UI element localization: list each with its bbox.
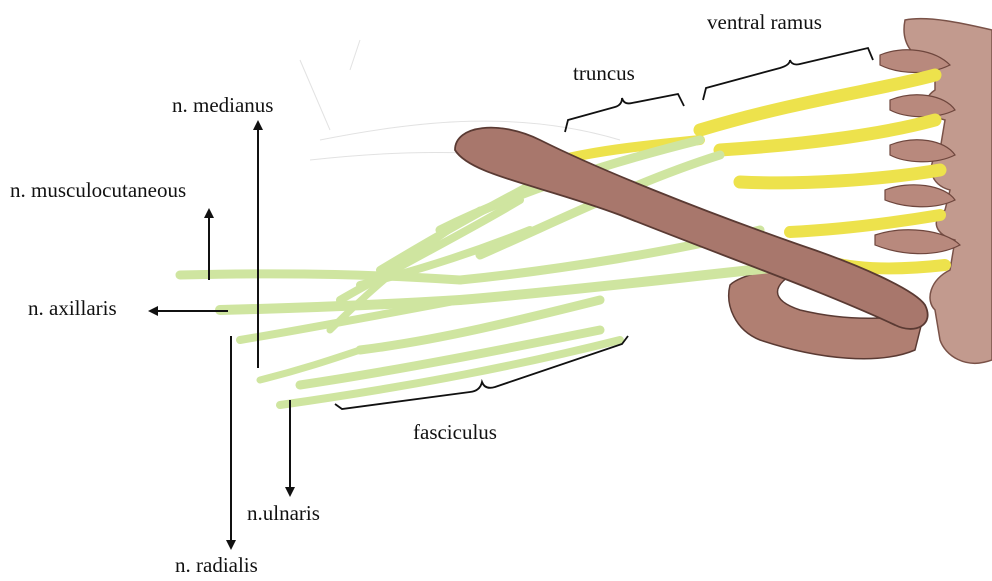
label-n-radialis: n. radialis (175, 555, 258, 576)
truncus-brace (565, 94, 684, 132)
label-truncus: truncus (573, 63, 635, 84)
label-n-musculocutaneous: n. musculocutaneous (10, 180, 186, 201)
label-n-medianus: n. medianus (172, 95, 273, 116)
label-fasciculus: fasciculus (413, 422, 497, 443)
label-n-axillaris: n. axillaris (28, 298, 117, 319)
label-ventral-ramus: ventral ramus (707, 12, 822, 33)
label-n-ulnaris: n.ulnaris (247, 503, 320, 524)
trunks-and-cords (180, 140, 800, 405)
